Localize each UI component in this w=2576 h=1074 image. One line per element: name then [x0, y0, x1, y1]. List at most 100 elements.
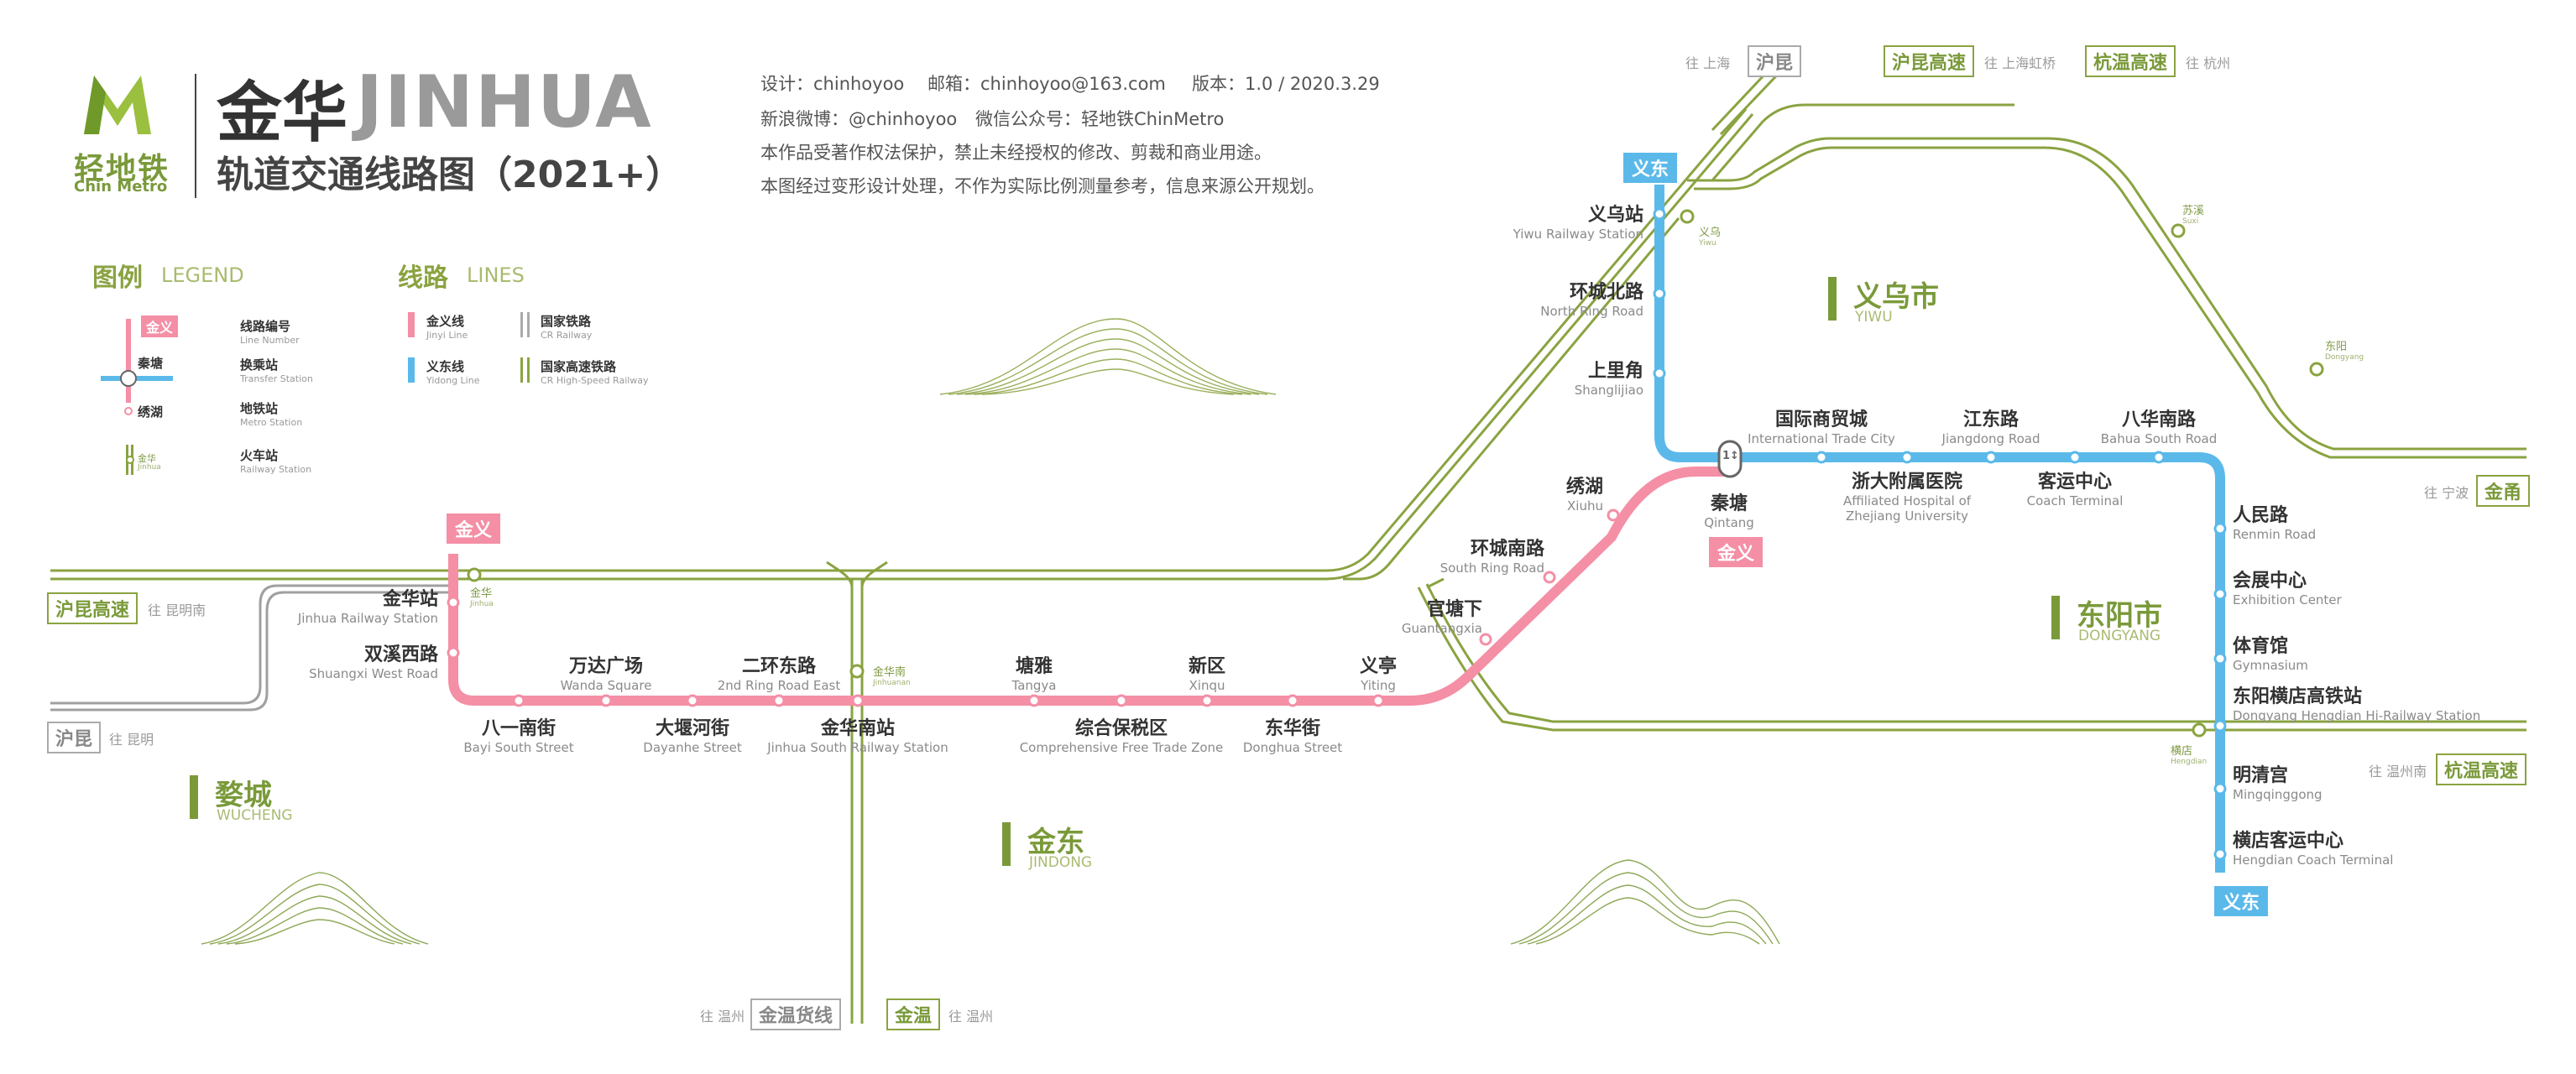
jinyi-line-route	[448, 467, 1731, 706]
info-wechat: 微信公众号：轻地铁ChinMetro	[975, 109, 1225, 129]
line-name-cn: 义东线	[426, 359, 465, 374]
station-label[interactable]: 环城南路 South Ring Road	[1402, 534, 1544, 576]
station-label[interactable]: 八一南街 Bayi South Street	[452, 713, 586, 755]
station-label[interactable]: 东阳横店高铁站 Dongyang Hengdian Hi-Railway Sta…	[2233, 681, 2480, 723]
district-wucheng-en: WUCHENG	[217, 807, 293, 824]
railway-station-label[interactable]: 金华 Jinhua	[470, 584, 494, 608]
rail-connector-hukun-hsr-west[interactable]: 沪昆高速	[47, 592, 138, 624]
station-name-en: Qintang	[1704, 515, 1754, 530]
station-name-cn: 绣湖	[1565, 477, 1603, 498]
legend-item: 线路编号 Line Number	[240, 317, 300, 346]
railway-station-label[interactable]: 金华南 Jinhuanan	[873, 663, 911, 687]
station-dot	[851, 694, 865, 707]
station-label[interactable]: 东华街 Donghua Street	[1234, 713, 1351, 755]
page-title-en: JINHUA	[356, 60, 653, 144]
station-dot	[2152, 451, 2166, 464]
station-name-en: Gymnasium	[2233, 658, 2308, 673]
district-jindong-cn: 金东	[1027, 826, 1084, 859]
station-label[interactable]: 国际商贸城 International Trade City	[1737, 404, 1905, 446]
rail-connector-hukun-hsr-north[interactable]: 沪昆高速	[1884, 45, 1975, 77]
station-dot	[2213, 719, 2227, 733]
station-name-cn: 二环东路	[741, 656, 816, 677]
station-label[interactable]: 金华站 Jinhua Railway Station	[295, 584, 438, 626]
station-dot	[2213, 652, 2227, 665]
rail-direction-text: 往 昆明南	[148, 602, 206, 618]
station-label[interactable]: 综合保税区 Comprehensive Free Trade Zone	[1012, 713, 1231, 755]
station-label[interactable]: 江东路 Jiangdong Road	[1924, 404, 2058, 446]
station-dot	[2213, 847, 2227, 861]
railway-station-label[interactable]: 义乌 Yiwu	[1699, 223, 1721, 248]
page-subtitle: 轨道交通线路图（2021+）	[217, 154, 683, 196]
rail-connector-jinwen[interactable]: 金温	[886, 998, 941, 1030]
station-dot	[1653, 287, 1666, 300]
station-label[interactable]: 二环东路 2nd Ring Road East	[703, 651, 854, 693]
station-name-cn: 东阳横店高铁站	[2233, 686, 2363, 707]
station-label[interactable]: 体育馆 Gymnasium	[2233, 631, 2308, 673]
station-name-cn: 八一南街	[481, 718, 556, 739]
station-dot	[1653, 367, 1666, 380]
rail-direction-text: 往 宁波	[2424, 485, 2469, 501]
rail-connector-hangwen-east[interactable]: 杭温高速	[2436, 753, 2527, 785]
station-label[interactable]: 金华南站 Jinhua South Railway Station	[757, 713, 959, 755]
railway-name-cn: 苏溪	[2182, 205, 2205, 217]
station-dot	[447, 596, 460, 609]
city-dongyang-cn: 东阳市	[2077, 599, 2162, 633]
station-dot	[2213, 522, 2227, 535]
rail-connector-hangwen-north[interactable]: 杭温高速	[2085, 45, 2176, 77]
info-disclaimer: 本图经过变形设计处理，不作为实际比例测量参考，信息来源公开规划。	[760, 176, 1325, 196]
station-dot	[1543, 571, 1556, 584]
legend-rail-sample-en: Jinhua	[138, 463, 161, 472]
station-label[interactable]: 上里角 Shanglijiao	[1476, 356, 1643, 398]
railway-station-label[interactable]: 东阳 Dongyang	[2325, 337, 2364, 362]
jinyi-line-badge-west[interactable]: 金义	[447, 514, 501, 544]
station-name-en-line2: Zhejiang University	[1845, 508, 1968, 524]
station-label[interactable]: 秦塘 Qintang	[1687, 488, 1771, 530]
station-label[interactable]: 大堰河街 Dayanhe Street	[625, 713, 760, 755]
station-name-en: Tangya	[1011, 678, 1057, 693]
station-label[interactable]: 万达广场 Wanda Square	[539, 651, 673, 693]
station-name-en: Xinqu	[1189, 678, 1225, 693]
rail-connector-hukun-west[interactable]: 沪昆	[47, 722, 102, 753]
station-name-cn: 塘雅	[1015, 656, 1053, 677]
mountain-decoration-icon	[201, 872, 429, 945]
city-yiwu-cn: 义乌市	[1853, 280, 1939, 314]
city-marker	[190, 775, 198, 819]
railway-name-en: Hengdian	[2171, 758, 2208, 766]
station-label[interactable]: 浙大附属医院 Affiliated Hospital of Zhejiang U…	[1823, 467, 1991, 524]
rail-direction-text: 往 温州	[948, 1009, 994, 1024]
station-label[interactable]: 横店客运中心 Hengdian Coach Terminal	[2233, 826, 2393, 868]
station-label[interactable]: 官塘下 Guantangxia	[1356, 594, 1482, 636]
rail-connector-jinyong-east[interactable]: 金甬	[2476, 475, 2531, 507]
station-label[interactable]: 双溪西路 Shuangxi West Road	[295, 639, 438, 681]
rail-connector-hukun-north[interactable]: 沪昆	[1748, 45, 1802, 77]
yidong-station-dots	[1653, 207, 2227, 861]
railway-station-label[interactable]: 横店 Hengdian	[2171, 742, 2207, 766]
station-label[interactable]: 八华南路 Bahua South Road	[2092, 404, 2226, 446]
station-label[interactable]: 人民路 Renmin Road	[2233, 500, 2316, 542]
station-name-en: Jiangdong Road	[1941, 431, 2040, 446]
station-label[interactable]: 绣湖 Xiuhu	[1511, 472, 1603, 514]
yidong-line-badge-north[interactable]: 义东	[1623, 153, 1678, 183]
station-label[interactable]: 会展中心 Exhibition Center	[2233, 566, 2342, 607]
jinyi-line-badge-east[interactable]: 金义	[1709, 537, 1763, 567]
station-name-cn: 人民路	[2233, 505, 2289, 526]
station-label[interactable]: 明清宫 Mingqinggong	[2233, 760, 2323, 802]
rail-direction-text: 往 杭州	[2186, 55, 2231, 71]
station-label[interactable]: 塘雅 Tangya	[975, 651, 1093, 693]
station-label[interactable]: 环城北路 North Ring Road	[1476, 277, 1643, 319]
station-label[interactable]: 义亭 Yiting	[1319, 651, 1437, 693]
railway-name-cn: 义乌	[1699, 227, 1722, 239]
station-name-en: Yiwu Railway Station	[1513, 227, 1643, 242]
station-name-en: Renmin Road	[2233, 527, 2317, 542]
station-name-en: Dayanhe Street	[643, 740, 742, 755]
station-dot	[686, 694, 699, 707]
yidong-line-badge-south[interactable]: 义东	[2214, 886, 2269, 916]
railway-station-label[interactable]: 苏溪 Suxi	[2182, 201, 2204, 226]
station-label[interactable]: 义乌站 Yiwu Railway Station	[1476, 200, 1643, 242]
rail-connector-jinwen-freight[interactable]: 金温货线	[750, 998, 842, 1030]
railway-name-cn: 金华南	[873, 666, 907, 679]
station-label[interactable]: 新区 Xinqu	[1148, 651, 1266, 693]
station-name-en: Donghua Street	[1242, 740, 1343, 755]
station-label[interactable]: 客运中心 Coach Terminal	[2016, 467, 2134, 508]
legend-title-cn: 图例	[92, 263, 143, 293]
